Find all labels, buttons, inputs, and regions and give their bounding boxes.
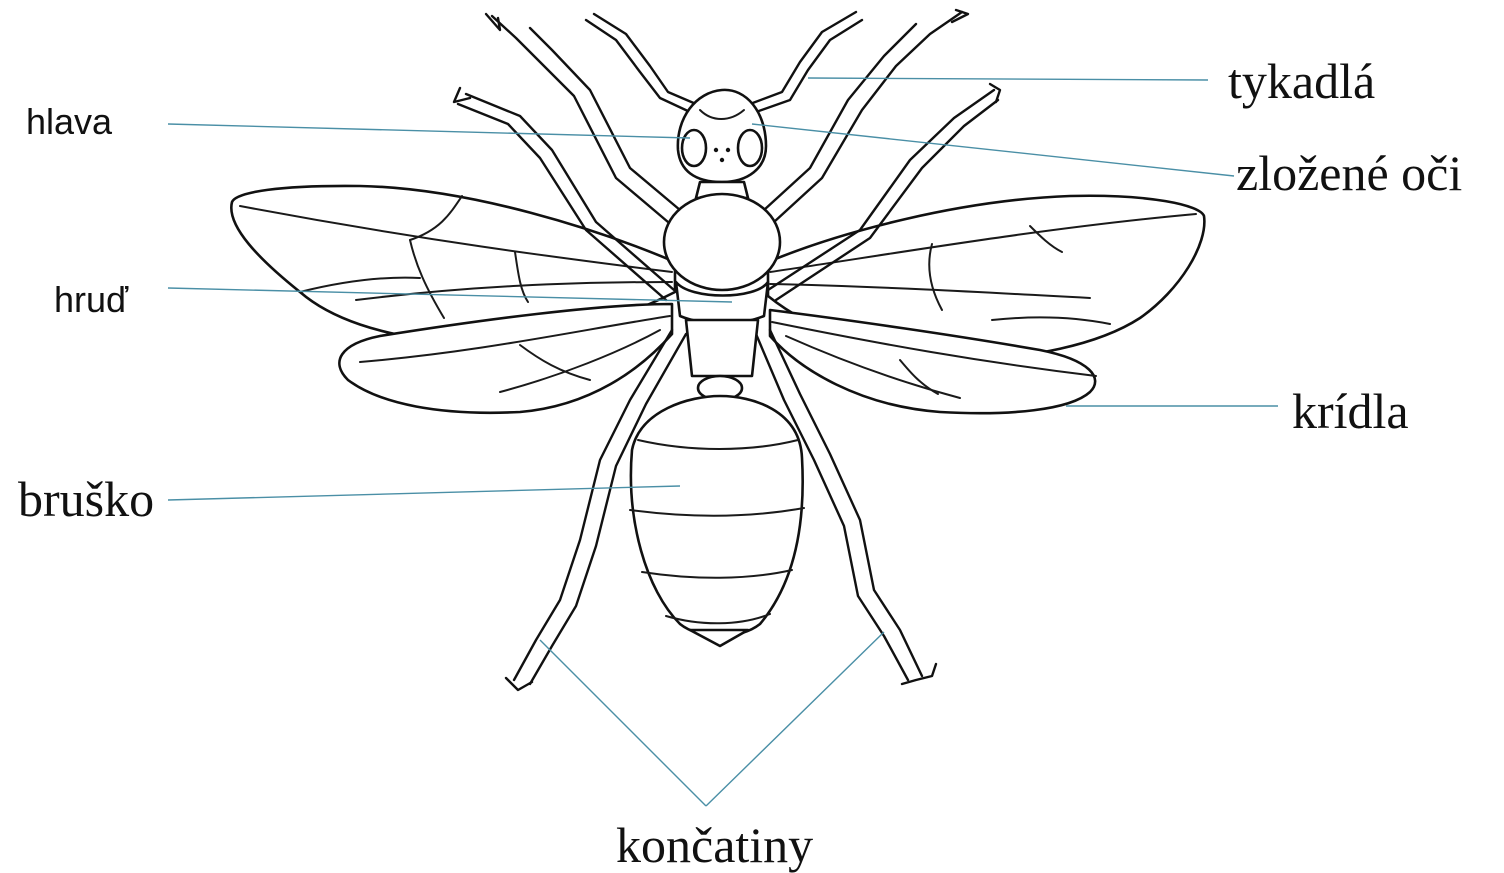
leader-compound-eyes (752, 124, 1234, 176)
compound-eye-right (738, 130, 762, 166)
body (630, 90, 804, 646)
label-legs: končatiny (616, 820, 813, 870)
thorax-shape (664, 194, 780, 290)
label-compound-eyes: zložené oči (1236, 148, 1462, 198)
leader-legs-left (540, 640, 706, 806)
leader-antennae (808, 78, 1208, 80)
leader-legs-right (706, 632, 884, 806)
label-wings: krídla (1292, 386, 1409, 436)
leader-abdomen (168, 486, 680, 500)
label-thorax: hruď (54, 282, 128, 318)
label-antennae: tykadlá (1228, 56, 1375, 106)
label-abdomen: bruško (18, 474, 154, 524)
label-head: hlava (26, 104, 112, 140)
compound-eye-left (682, 130, 706, 166)
